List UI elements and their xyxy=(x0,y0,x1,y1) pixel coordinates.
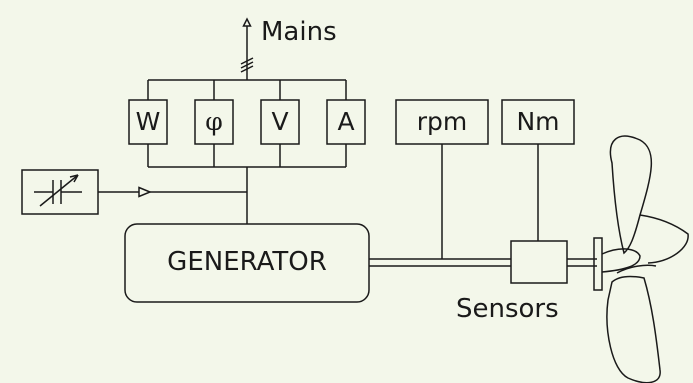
propeller-icon xyxy=(593,135,689,383)
mains-label: Mains xyxy=(261,17,337,47)
sensors-label: Sensors xyxy=(456,294,559,324)
meter-label-v: V xyxy=(271,107,289,136)
generator-label: GENERATOR xyxy=(167,247,327,277)
capacitor-box xyxy=(21,169,99,215)
variable-capacitor-icon xyxy=(34,174,82,207)
meter-box-phi xyxy=(194,99,234,145)
meter-box-w xyxy=(128,99,168,145)
arrow-up-icon xyxy=(242,17,252,27)
arrowhead-icon xyxy=(138,186,152,198)
generator-box xyxy=(124,223,370,303)
meter-label-a: A xyxy=(337,107,355,136)
meter-box-a xyxy=(326,99,366,145)
meter-box-v xyxy=(260,99,300,145)
meter-label-w: W xyxy=(135,107,161,136)
rpm-label: rpm xyxy=(416,107,468,136)
drive-shaft xyxy=(369,258,597,267)
sensor-box xyxy=(510,240,568,284)
meter-bus xyxy=(147,79,347,224)
nm-label: Nm xyxy=(516,107,560,136)
mains-lead xyxy=(240,17,254,80)
meter-label-phi: φ xyxy=(205,107,223,136)
